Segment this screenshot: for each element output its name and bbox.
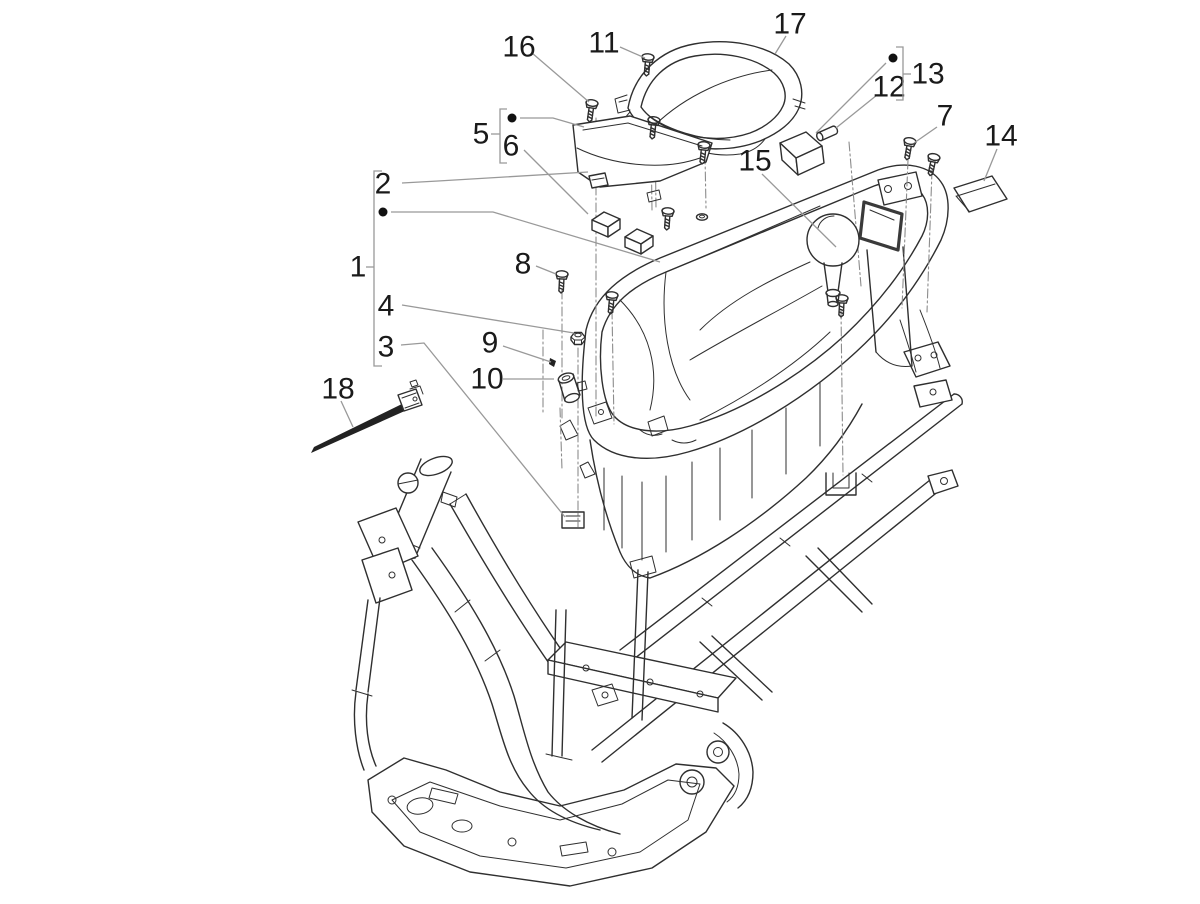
callout-11: 11	[588, 27, 646, 60]
callout-2: 2	[375, 168, 589, 201]
frame-cable-clip	[561, 511, 585, 529]
callout-13: 13	[815, 46, 945, 134]
callout-leader	[400, 342, 566, 518]
box-13	[779, 131, 825, 176]
callout-14: 14	[983, 120, 1018, 182]
callout-leader	[531, 52, 590, 103]
callout-leader	[835, 94, 878, 129]
callout-bracket	[373, 170, 382, 367]
callout-5: 5	[473, 108, 585, 164]
callout-label: 2	[375, 168, 392, 201]
callout-9: 9	[482, 327, 552, 363]
callout-label: 7	[937, 100, 954, 133]
fastener-parts	[311, 52, 1008, 453]
seat-cover-part	[614, 41, 806, 156]
callout-10: 10	[470, 363, 554, 396]
frame-center-supports	[545, 472, 857, 761]
callout-label: 1	[350, 251, 367, 284]
pin-12	[816, 125, 839, 142]
callout-18: 18	[321, 373, 355, 428]
callout-4: 4	[378, 290, 575, 334]
reference-dot	[378, 207, 388, 217]
callout-6: 6	[503, 130, 589, 215]
callout-16: 16	[502, 31, 590, 103]
callout-leader	[535, 265, 557, 275]
rubber-buffer-parts	[591, 211, 654, 255]
frame-floor-platform	[367, 722, 754, 887]
callout-label: 8	[515, 248, 532, 281]
callout-label: 15	[738, 145, 771, 178]
callout-label: 3	[378, 331, 395, 364]
callout-dot-leader	[520, 117, 585, 128]
callout-bracket	[499, 108, 507, 164]
callout-label: 14	[984, 120, 1017, 153]
reference-dot	[507, 113, 517, 123]
callout-label: 6	[503, 130, 520, 163]
callout-leader	[619, 46, 646, 59]
callout-leader	[774, 35, 787, 55]
callout-8: 8	[515, 248, 557, 281]
frame-rear-rails	[591, 341, 963, 763]
cable-tie-18	[311, 379, 424, 453]
screw-7a	[900, 136, 918, 162]
callout-label: 17	[773, 8, 806, 41]
frame-down-tubes	[411, 493, 621, 835]
callout-leader	[913, 126, 938, 144]
compartment-lid-part	[572, 115, 713, 203]
pad-14	[953, 175, 1008, 213]
frame-front-brackets	[351, 507, 419, 771]
callout-leader	[761, 173, 837, 248]
reference-dot	[888, 53, 898, 63]
screw-9	[549, 358, 556, 367]
callout-1: 1	[350, 170, 661, 367]
callout-17: 17	[773, 8, 807, 55]
callout-3: 3	[378, 331, 566, 518]
callout-label: 4	[378, 290, 395, 323]
callout-label: 16	[502, 31, 535, 64]
callout-label: 12	[872, 71, 905, 104]
callout-dot-leader	[815, 62, 887, 134]
callout-label: 10	[470, 363, 503, 396]
exploded-parts-drawing	[311, 41, 1008, 887]
callout-leader	[502, 345, 552, 363]
callout-leader	[340, 400, 354, 428]
callout-label: 13	[911, 58, 944, 91]
frame-chassis-drawing	[351, 341, 963, 887]
light-bulb-part	[806, 213, 860, 308]
callout-label: 5	[473, 118, 490, 151]
callout-dot-leader	[391, 211, 661, 263]
centerline-axes	[542, 65, 933, 529]
callout-leader	[983, 148, 998, 182]
callout-label: 11	[588, 27, 619, 60]
callout-leader	[401, 304, 575, 334]
nut-4	[570, 331, 586, 346]
callout-label: 18	[321, 373, 354, 406]
callout-7: 7	[913, 100, 954, 144]
callout-15: 15	[738, 145, 837, 248]
callout-leader	[523, 149, 589, 215]
lid-latch	[588, 172, 609, 189]
lock-barrel-10	[557, 372, 588, 404]
callout-12: 12	[835, 71, 906, 129]
callout-leader	[401, 171, 589, 184]
callout-label: 9	[482, 327, 499, 360]
